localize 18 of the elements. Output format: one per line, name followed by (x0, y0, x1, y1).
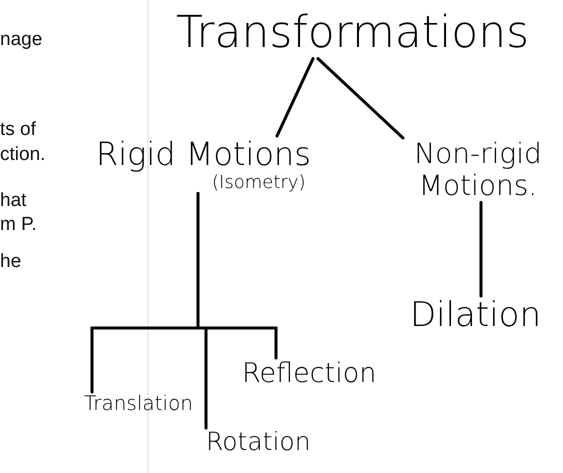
category-text: Non-rigid Motions. (398, 138, 558, 202)
leaf-text: Reflection (242, 358, 392, 390)
leaf-text: Rotation (206, 428, 326, 457)
cut-off-text: ts of (0, 119, 36, 141)
category-text: Rigid Motions (96, 136, 312, 173)
cut-off-text: he (0, 251, 22, 273)
branch-line (196, 192, 278, 360)
cut-off-text: m P. (0, 214, 37, 236)
cut-off-text: hat (0, 190, 26, 212)
leaf-text: Translation (84, 392, 200, 415)
connector-line (316, 57, 404, 140)
connector-line (276, 57, 314, 138)
heading-text: Transformations (176, 8, 551, 59)
leaf-text: Dilation (398, 296, 553, 336)
cut-off-text: ction. (0, 144, 46, 166)
cut-off-text: nage (0, 29, 42, 51)
connector-line (480, 200, 482, 298)
subtitle-text: (Isometry) (212, 172, 306, 194)
